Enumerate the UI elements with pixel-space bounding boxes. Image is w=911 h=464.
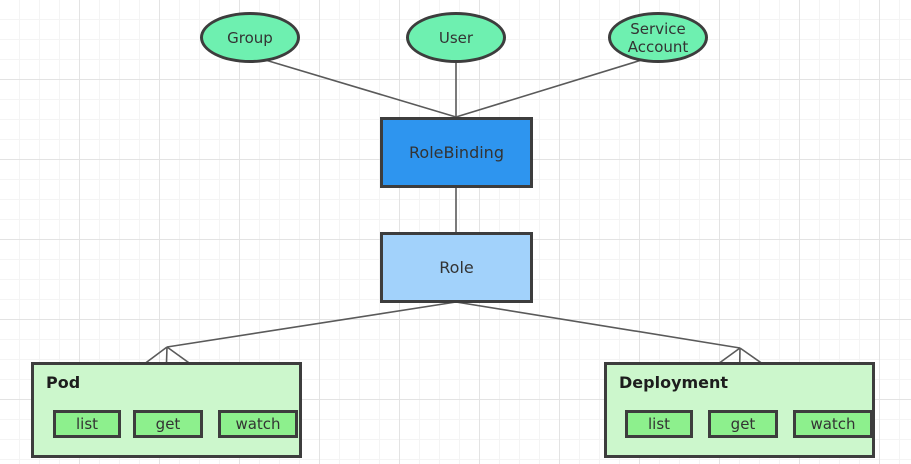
role-node[interactable]: Role: [380, 232, 533, 303]
resource-group-pod[interactable]: Pod list get watch: [31, 362, 302, 458]
verb-label-deployment-get: get: [730, 415, 756, 433]
verb-box-pod-get[interactable]: get: [133, 410, 203, 438]
subject-label-service-account-line1: Service: [630, 19, 686, 38]
role-label: Role: [439, 258, 474, 277]
resource-group-title-deployment: Deployment: [619, 373, 729, 392]
subject-label-group: Group: [227, 28, 273, 47]
verb-label-pod-watch: watch: [235, 415, 281, 433]
verb-box-deployment-get[interactable]: get: [708, 410, 778, 438]
subject-node-group[interactable]: Group: [200, 12, 300, 63]
subject-label-user: User: [438, 28, 474, 47]
verb-label-pod-list: list: [75, 415, 99, 433]
edge-role-to-deployment: [455, 301, 741, 349]
subject-label-service-account-line2: Account: [627, 37, 689, 56]
verb-box-pod-watch[interactable]: watch: [218, 410, 298, 438]
verb-box-pod-list[interactable]: list: [53, 410, 121, 438]
verb-label-deployment-watch: watch: [810, 415, 856, 433]
edge-role-to-pod: [166, 301, 457, 348]
rolebinding-node[interactable]: RoleBinding: [380, 117, 533, 188]
subject-node-user[interactable]: User: [406, 12, 506, 63]
resource-group-deployment[interactable]: Deployment list get watch: [604, 362, 875, 458]
resource-group-title-pod: Pod: [46, 373, 81, 392]
rolebinding-label: RoleBinding: [409, 143, 504, 162]
verb-box-deployment-list[interactable]: list: [625, 410, 693, 438]
edge-group-to-rolebinding: [261, 58, 457, 118]
subject-node-service-account[interactable]: Service Account: [608, 12, 708, 63]
verb-label-deployment-list: list: [647, 415, 671, 433]
verb-box-deployment-watch[interactable]: watch: [793, 410, 873, 438]
verb-label-pod-get: get: [155, 415, 181, 433]
edge-sa-to-rolebinding: [455, 58, 646, 118]
